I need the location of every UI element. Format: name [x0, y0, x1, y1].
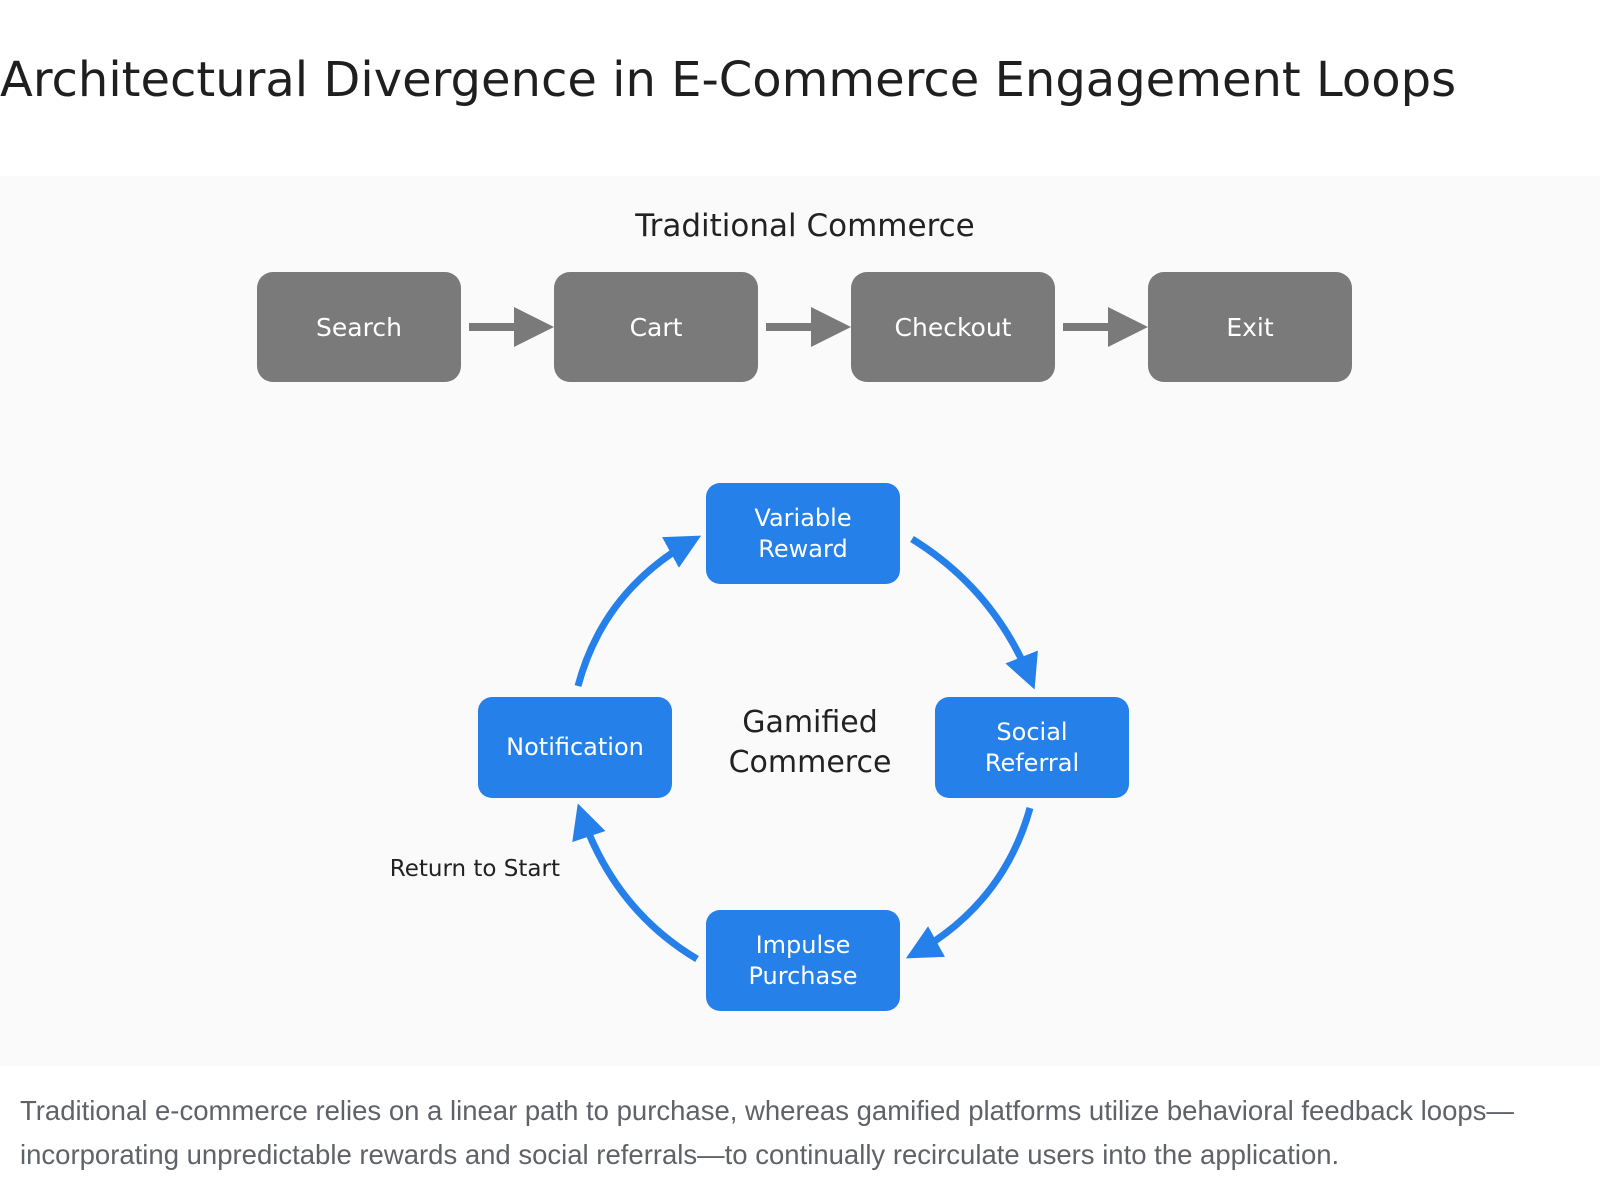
node-notification: Notification: [478, 697, 672, 798]
gamified-commerce-title: Gamified Commerce: [728, 705, 892, 780]
node-impulse-purchase: Impulse Purchase: [706, 910, 900, 1011]
return-to-start-label: Return to Start: [389, 856, 560, 882]
traditional-commerce-title: Traditional Commerce: [635, 208, 975, 244]
node-variable-reward: Variable Reward: [706, 483, 900, 584]
step-exit: Exit: [1148, 272, 1352, 382]
step-search: Search: [257, 272, 461, 382]
figure-caption: Traditional e-commerce relies on a linea…: [20, 1095, 1514, 1170]
node-social-referral: Social Referral: [935, 697, 1129, 798]
step-cart: Cart: [554, 272, 758, 382]
page-title: Architectural Divergence in E-Commerce E…: [0, 52, 1457, 108]
step-checkout: Checkout: [851, 272, 1055, 382]
